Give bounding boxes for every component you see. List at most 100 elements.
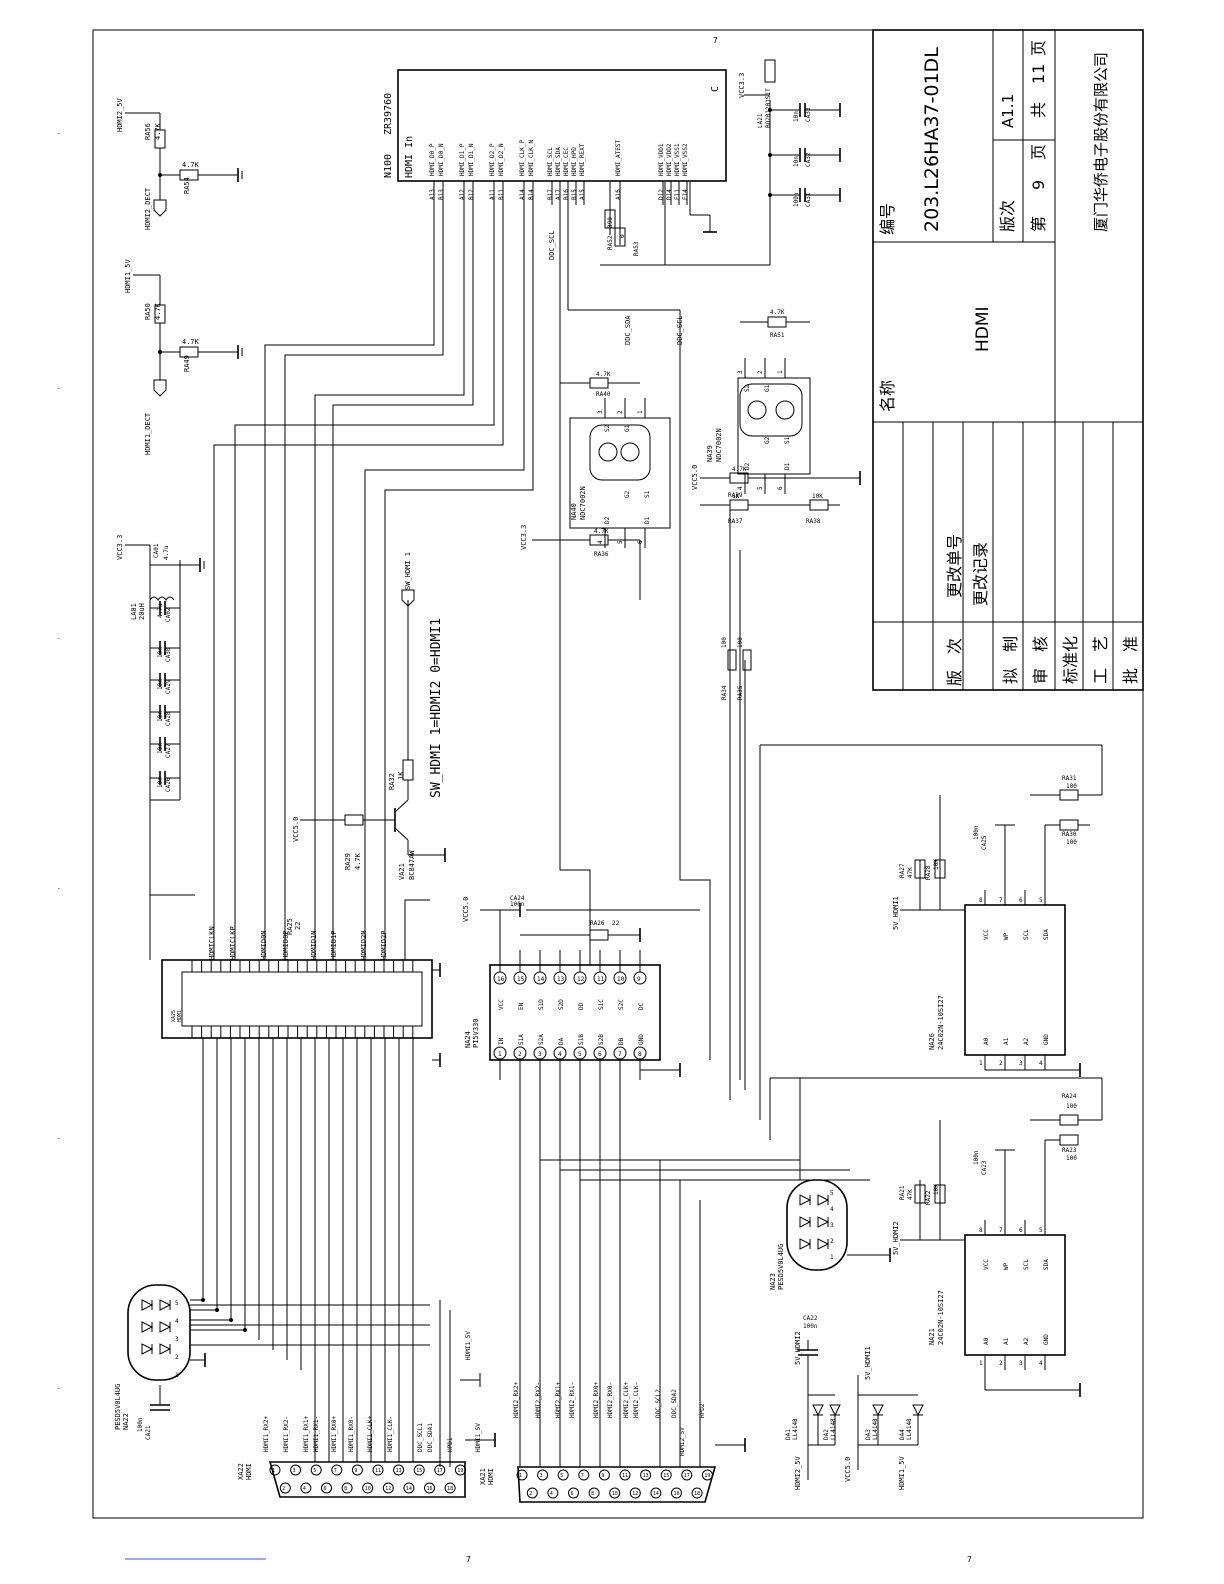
na21pins-right-2: SCL [1023, 1259, 1030, 1270]
n100-pin-hdmi_vdd1: HDMI_VDD1 [658, 143, 665, 176]
ca27-val: 10n [157, 743, 164, 754]
vcc33-net-left: VCC3.3 [116, 535, 124, 560]
na26pins-left-1: A1 [1003, 1037, 1010, 1045]
fet40pins-top-num-0: 3 [597, 410, 604, 414]
ca32-val: 10n [793, 156, 800, 167]
na24-bot-pin-7: GND [638, 1034, 645, 1045]
xa21pins-pinnum-13: 14 [653, 1491, 659, 1497]
net-d1p: HDMID1P [330, 930, 338, 960]
conn1-label-5: HDMI1_RX0- [348, 1416, 355, 1452]
ra34-val: 100 [721, 637, 728, 648]
n100-unit: HDMI In [404, 136, 415, 178]
fet40pins-bot-num-0: 4 [597, 540, 604, 544]
sheet-border [92, 29, 1144, 1519]
number-label: 编号 [878, 203, 897, 235]
conn2-label-8: DDC_SCL2 [655, 1389, 662, 1418]
na23-pinnum-3: 2 [830, 1238, 834, 1245]
mid-conn-ref: XA25 [171, 1010, 177, 1022]
ddc-sda-mid: DDC_SDA [624, 315, 632, 345]
na21pins-rnum-0: 8 [979, 1227, 983, 1234]
n100-pinnum-5: B11 [498, 189, 505, 200]
n100-supply: VCC3.3 LA21 BQ201201S1T CA3310nCA3210nCA… [738, 59, 841, 207]
ca24-ref: CA24 [510, 895, 525, 902]
xa22pins-pinnum-17: 18 [447, 1486, 453, 1492]
xa21pins-pinnum-12: 13 [643, 1473, 649, 1479]
la21-ref: LA21 [757, 113, 764, 128]
page-value: 9 [1029, 180, 1048, 190]
ra28-ref: RA28 [925, 865, 932, 880]
na26pins-lnum-2: 3 [1019, 1060, 1023, 1067]
da1-val: LL4148 [792, 1418, 799, 1440]
fet39pins-bot-num-1: 5 [757, 486, 764, 490]
da2-val: LL4148 [830, 1418, 837, 1440]
fet40pins-top-num-2: 1 [637, 410, 644, 414]
svg-text:-: - [57, 1385, 61, 1392]
na24-bot-pin-1: S1A [518, 1034, 525, 1045]
page-unit: 页 [1029, 144, 1048, 160]
na24-bot-pin-6: DB [618, 1037, 625, 1045]
fet39pins-lbl-5: S1 [784, 436, 791, 444]
n100-pin-hdmi_vss1: HDMI_VSS1 [674, 143, 681, 176]
rev-change-record-col: 更改记录 [971, 542, 990, 606]
na23-pinnum-4: 1 [830, 1254, 834, 1261]
hdmi1-5v-tap: HDMI1_5V [460, 1331, 481, 1387]
xa21pins-pinnum-9: 10 [612, 1491, 618, 1497]
conn1-label-8: DDC_SCL1 [417, 1423, 424, 1452]
n100-pinnum-10: B16 [563, 189, 570, 200]
n100-pin-hdmi_rext: HDMI_REXT [579, 143, 586, 176]
page-label: 第 [1029, 216, 1048, 232]
conn1-label-6: HDMI1_CLK+ [367, 1415, 374, 1452]
xa21pins-pinnum-5: 6 [571, 1491, 574, 1497]
conn2-label-9: DDC_SDA2 [671, 1389, 678, 1418]
net-clkn: HDMICLKN [208, 926, 216, 960]
xa22pins-pinnum-9: 10 [365, 1486, 371, 1492]
wire-31 [404, 899, 430, 960]
xa22pins-pinnum-16: 17 [437, 1468, 443, 1474]
da4-ref: DA4 [899, 1429, 906, 1440]
na24-top-pin-2: S1D [538, 999, 545, 1010]
ca30-val: 10n [157, 647, 164, 658]
xa21pins-pinnum-7: 8 [591, 1491, 594, 1497]
ra29-ref: RA29 [344, 853, 352, 870]
na24-bot-num-3: 4 [558, 1051, 562, 1058]
n100-pin-hdmi_d1_n: HDMI_D1_N [468, 143, 475, 176]
conn1-label-3: HDMI1_RX1- [313, 1416, 320, 1452]
net-clkp: HDMICLKP [229, 926, 237, 960]
na24-ref: NA24 [464, 1031, 472, 1048]
n100-pinnum-0: A13 [429, 189, 436, 200]
decoupling-bank: VCC3.3 CA024.7uCA3010nCA2910nCA2810nCA27… [116, 535, 205, 896]
wire-7 [384, 205, 534, 960]
na21pins-left-3: GND [1043, 1334, 1050, 1345]
net-d2p: HDMID2P [380, 930, 388, 960]
company-name: 厦门华侨电子股份有限公司 [1092, 52, 1110, 232]
n100-pin-hdmi_atest: HDMI_ATEST [615, 139, 622, 176]
svg-text:-: - [57, 130, 61, 137]
sw-control: VCC5.0 SW_HDMI 1 SW_HDMI 1=HDMI2 0=HDMI1… [292, 552, 446, 880]
title-block: 编号 203.L26HA37-01DL 名称 HDMI 版次 A1.1 第 9 … [872, 29, 1144, 691]
na24-top-num-0: 16 [497, 976, 505, 983]
corner-mark: 7 [713, 36, 718, 45]
n100-pin-hdmi_cec: HDMI_CEC [563, 147, 570, 176]
name-value: HDMI [973, 306, 993, 352]
ra54-ref: RA54 [183, 177, 191, 194]
wire-47 [559, 540, 591, 965]
xa21-ref: XA21 [479, 1468, 487, 1485]
net-d2n: HDMID2N [360, 930, 368, 960]
na39-ref: NA39 [706, 445, 714, 462]
ra23-ref: RA23 [1062, 1147, 1077, 1154]
na24-bot-pin-2: S2A [538, 1034, 545, 1045]
na24-bot-num-4: 5 [578, 1051, 582, 1058]
n100-part: ZR39760 [383, 93, 394, 135]
role-standard: 标准化 [1061, 636, 1080, 684]
ra40-ref: RA40 [596, 391, 611, 398]
conn1-label-0: HDMI1_RX2+ [263, 1415, 270, 1452]
ra27-val: 47K [907, 867, 914, 878]
fet39pins-lbl-1: G1 [764, 384, 771, 392]
va21-part: BC847AW [408, 850, 416, 880]
conn2-label-7: HDMI2_CLK- [633, 1382, 640, 1418]
ca28-val: 10n [157, 711, 164, 722]
svg-text:-: - [57, 1135, 61, 1142]
na21pins-left-2: A2 [1023, 1337, 1030, 1345]
na23-ref: NA23 [769, 1273, 777, 1290]
